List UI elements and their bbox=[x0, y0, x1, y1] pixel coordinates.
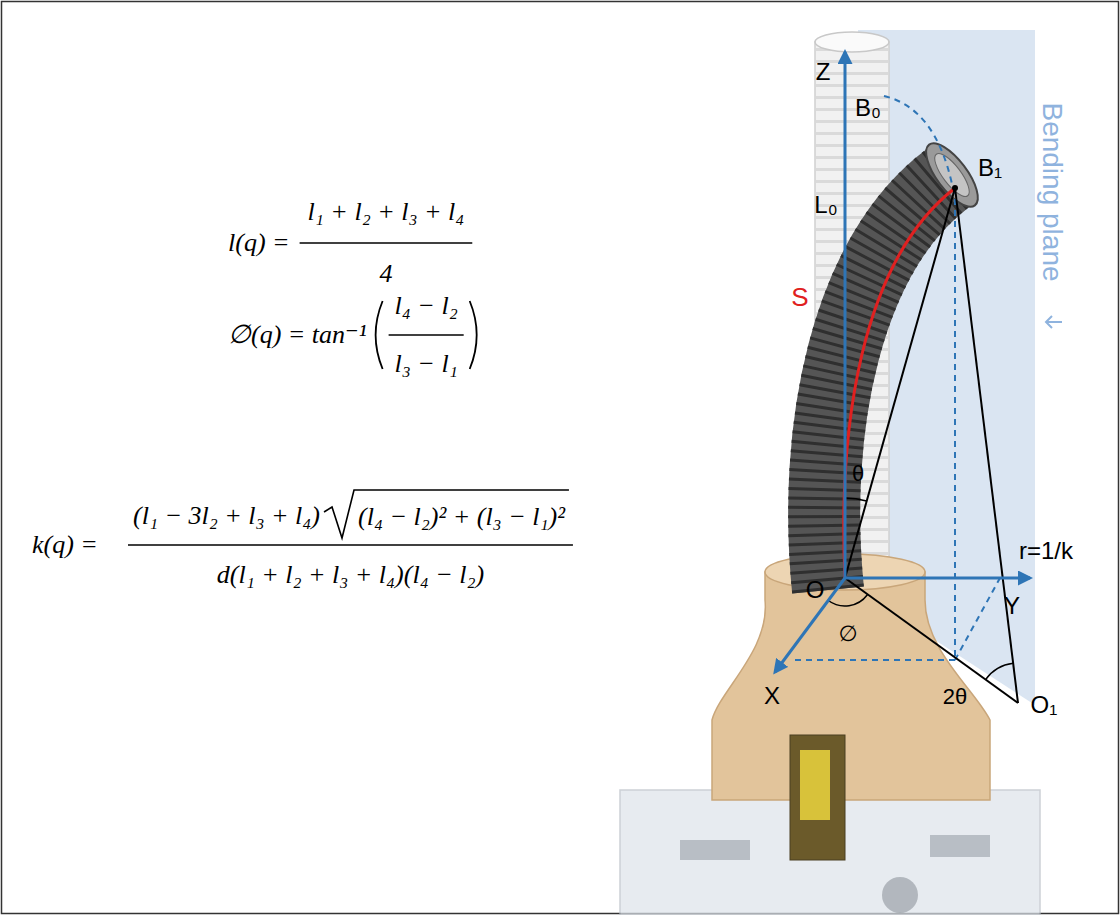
geometry-lines bbox=[845, 498, 867, 501]
axis-label: Z bbox=[816, 58, 831, 87]
geometry-lines bbox=[1046, 316, 1062, 328]
equation-radicand: (l₄ − l₂)² + (l₃ − l₁)² bbox=[358, 501, 565, 532]
base-housing bbox=[680, 840, 750, 860]
fraction-bar bbox=[389, 334, 464, 336]
equation-numerator: (l₁ − 3l₂ + l₃ + l₄) bbox=[133, 500, 320, 531]
parenthesis bbox=[376, 301, 383, 369]
equation-numerator: l₁ + l₂ + l₃ + l₄ bbox=[308, 196, 465, 227]
equation-lhs: l(q) = bbox=[228, 227, 290, 258]
equation-denominator: l₃ − l₁ bbox=[395, 348, 458, 379]
arc-label: S bbox=[791, 282, 808, 313]
base-housing bbox=[712, 572, 990, 800]
geometry-lines bbox=[884, 96, 952, 184]
radius-label: r=1/k bbox=[1019, 537, 1073, 566]
geometry-lines bbox=[792, 96, 1062, 703]
base-housing bbox=[930, 835, 990, 857]
base-housing bbox=[620, 554, 1040, 915]
bent-tube bbox=[929, 149, 975, 201]
point-label: B₁ bbox=[978, 154, 1002, 183]
axis-label: X bbox=[764, 682, 780, 711]
equation-strokes bbox=[128, 243, 573, 545]
geometry-lines bbox=[952, 185, 958, 191]
coordinate-axes bbox=[845, 577, 1030, 580]
fraction-bar bbox=[300, 242, 473, 244]
geometry-lines bbox=[954, 188, 956, 660]
geometry-lines bbox=[986, 663, 1014, 679]
angle-label: 2θ bbox=[943, 684, 967, 710]
equation-lhs: ∅(q) = tan⁻¹ bbox=[228, 319, 367, 350]
fraction-bar bbox=[128, 544, 573, 546]
base-housing bbox=[800, 750, 830, 820]
bent-tube bbox=[824, 136, 987, 590]
equation-denominator: d(l₁ + l₂ + l₃ + l₄)(l₄ − l₂) bbox=[217, 559, 484, 590]
axis-label: Y bbox=[1004, 592, 1020, 621]
geometry-lines bbox=[845, 188, 955, 578]
coordinate-axes bbox=[844, 52, 847, 578]
point-label: O₁ bbox=[1031, 691, 1058, 720]
base-housing bbox=[790, 735, 845, 860]
straight-tube-ghost bbox=[815, 32, 889, 52]
geometry-lines bbox=[828, 595, 867, 606]
parenthesis bbox=[470, 301, 477, 369]
point-label: O bbox=[806, 576, 825, 605]
geometry-lines bbox=[955, 188, 1018, 703]
angle-label: θ bbox=[852, 461, 864, 487]
equation-lhs: k(q) = bbox=[32, 529, 98, 560]
base-housing bbox=[882, 877, 918, 913]
length-label: L₀ bbox=[814, 191, 837, 220]
bent-tube bbox=[917, 136, 987, 215]
coordinate-axes bbox=[775, 52, 1030, 672]
plane-label: Bending plane bbox=[1035, 102, 1069, 281]
geometry-lines bbox=[845, 578, 1018, 703]
point-label: B₀ bbox=[855, 94, 881, 123]
geometry-lines bbox=[792, 659, 955, 661]
equation-numerator: l₄ − l₂ bbox=[395, 290, 458, 321]
geometry-lines bbox=[844, 188, 955, 578]
angle-label: ∅ bbox=[838, 621, 857, 647]
geometry-lines bbox=[955, 578, 1000, 660]
fraction-bar bbox=[324, 490, 569, 538]
equation-denominator: 4 bbox=[379, 258, 392, 289]
